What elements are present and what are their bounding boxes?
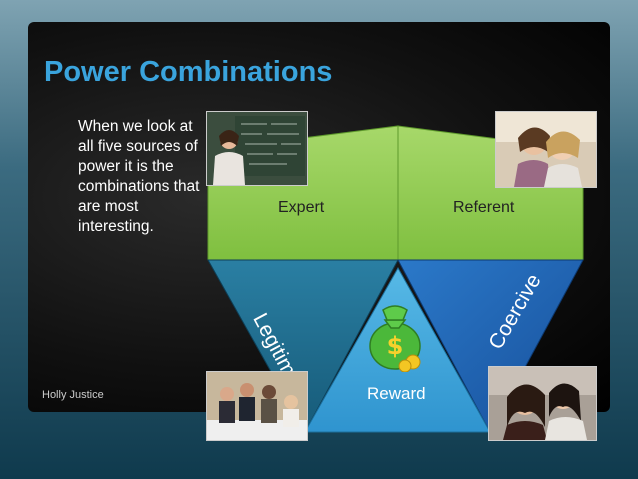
- slide-title: Power Combinations: [44, 56, 333, 88]
- expert-label: Expert: [278, 199, 325, 216]
- svg-text:$: $: [387, 332, 404, 360]
- coercive-panel: [397, 259, 584, 434]
- body-text: When we look at all five sources of powe…: [78, 118, 200, 235]
- friends-photo: [495, 111, 597, 188]
- referent-label: Referent: [453, 199, 515, 216]
- reward-label: Reward: [367, 384, 426, 403]
- office-meeting-photo: [206, 371, 308, 441]
- teacher-photo: [206, 111, 308, 186]
- whispering-photo: [488, 366, 597, 441]
- author-name: Holly Justice: [42, 389, 104, 401]
- money-bag-icon: $: [369, 305, 421, 372]
- legitimate-panel: [207, 259, 399, 434]
